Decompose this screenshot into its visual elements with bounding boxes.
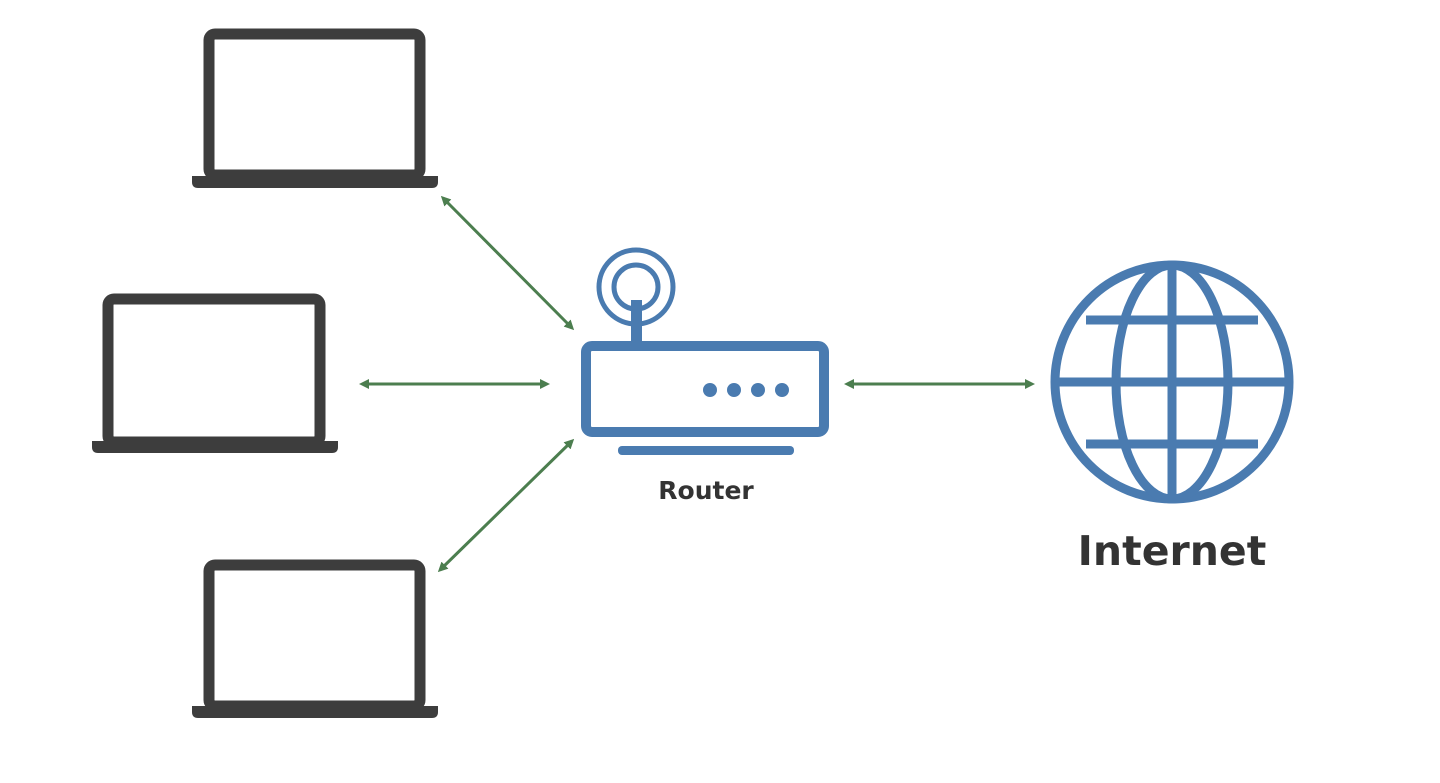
- internet-label: Internet: [1078, 527, 1267, 575]
- indicator-light-icon: [727, 383, 741, 397]
- router-icon: [581, 247, 829, 455]
- indicator-light-icon: [751, 383, 765, 397]
- laptop-icon: [192, 559, 438, 718]
- router-label: Router: [658, 476, 754, 505]
- laptop-icon: [92, 293, 338, 453]
- globe-icon: [1050, 260, 1294, 504]
- connection-arrow: [440, 195, 575, 331]
- laptop-icon: [192, 28, 438, 188]
- router-stand: [618, 446, 794, 455]
- connection-arrow: [437, 438, 575, 573]
- indicator-light-icon: [775, 383, 789, 397]
- antenna-icon: [631, 300, 642, 346]
- indicator-light-icon: [703, 383, 717, 397]
